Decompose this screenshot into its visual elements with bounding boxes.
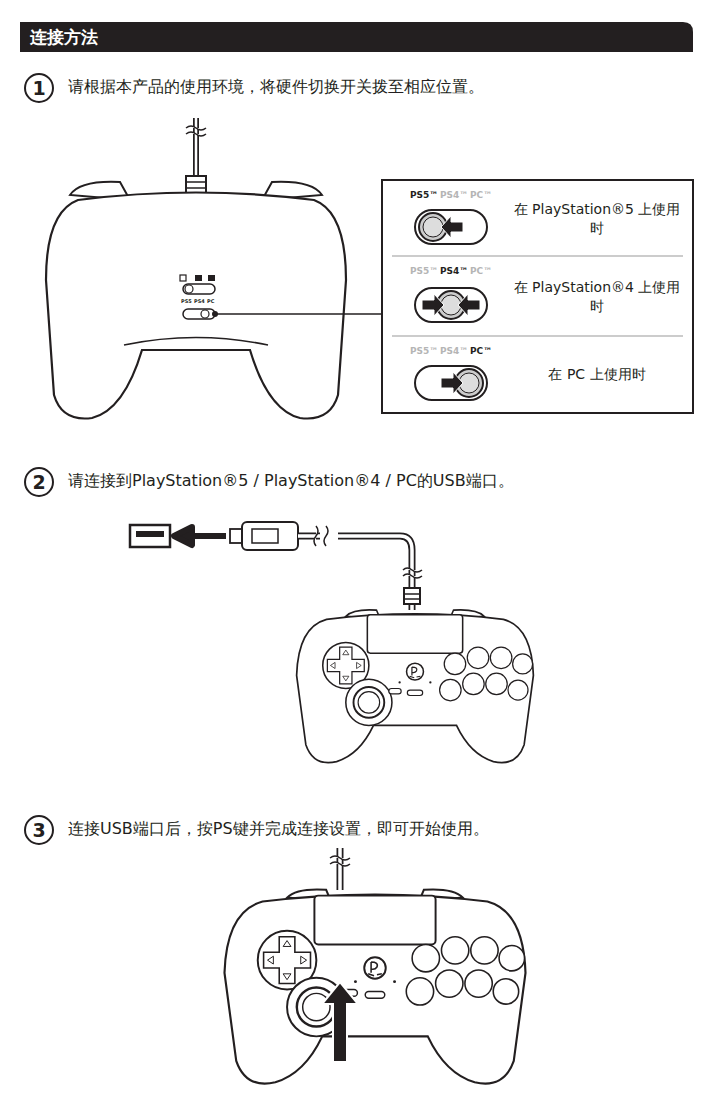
step-text: 请根据本产品的使用环境，将硬件切换开关拨至相应位置。: [68, 77, 484, 98]
mode-label: PC™: [470, 266, 492, 276]
step-number-text: 3: [32, 819, 45, 841]
step-number: 1: [24, 73, 54, 103]
switch-label: PS5: [181, 298, 192, 304]
mode-label: PS4™: [440, 266, 468, 276]
mode-label: PS5™: [410, 190, 438, 200]
switch-label: PC: [207, 298, 214, 304]
mode-label: PS5™: [410, 346, 438, 356]
step-number-text: 2: [32, 471, 45, 493]
mode-label: PS4™: [440, 346, 468, 356]
usage-text: 在 PlayStation®5 上使用时: [512, 200, 682, 238]
switch-mode-row: PS5™PS4™PC™ 在 PlayStation®4 上使用时: [384, 258, 691, 336]
step-number-text: 1: [32, 77, 45, 99]
mode-label: PC™: [470, 190, 492, 200]
step-text: 连接USB端口后，按PS键并完成连接设置，即可开始使用。: [68, 819, 489, 840]
mode-label: PC™: [470, 346, 492, 356]
switch-mode-row: PS5™PS4™PC™ 在 PlayStation®5 上使用时: [384, 182, 691, 256]
switch-mode-row: PS5™PS4™PC™ 在 PC 上使用时: [384, 338, 691, 411]
step-number: 2: [24, 467, 54, 497]
usage-text: 在 PC 上使用时: [512, 365, 682, 384]
step-number: 3: [24, 815, 54, 845]
usage-text: 在 PlayStation®4 上使用时: [512, 278, 682, 316]
step-text: 请连接到PlayStation®5 / PlayStation®4 / PC的U…: [68, 471, 514, 492]
mode-label: PS4™: [440, 190, 468, 200]
section-title: 连接方法: [30, 26, 98, 49]
switch-label: PS4: [194, 298, 205, 304]
mode-label: PS5™: [410, 266, 438, 276]
